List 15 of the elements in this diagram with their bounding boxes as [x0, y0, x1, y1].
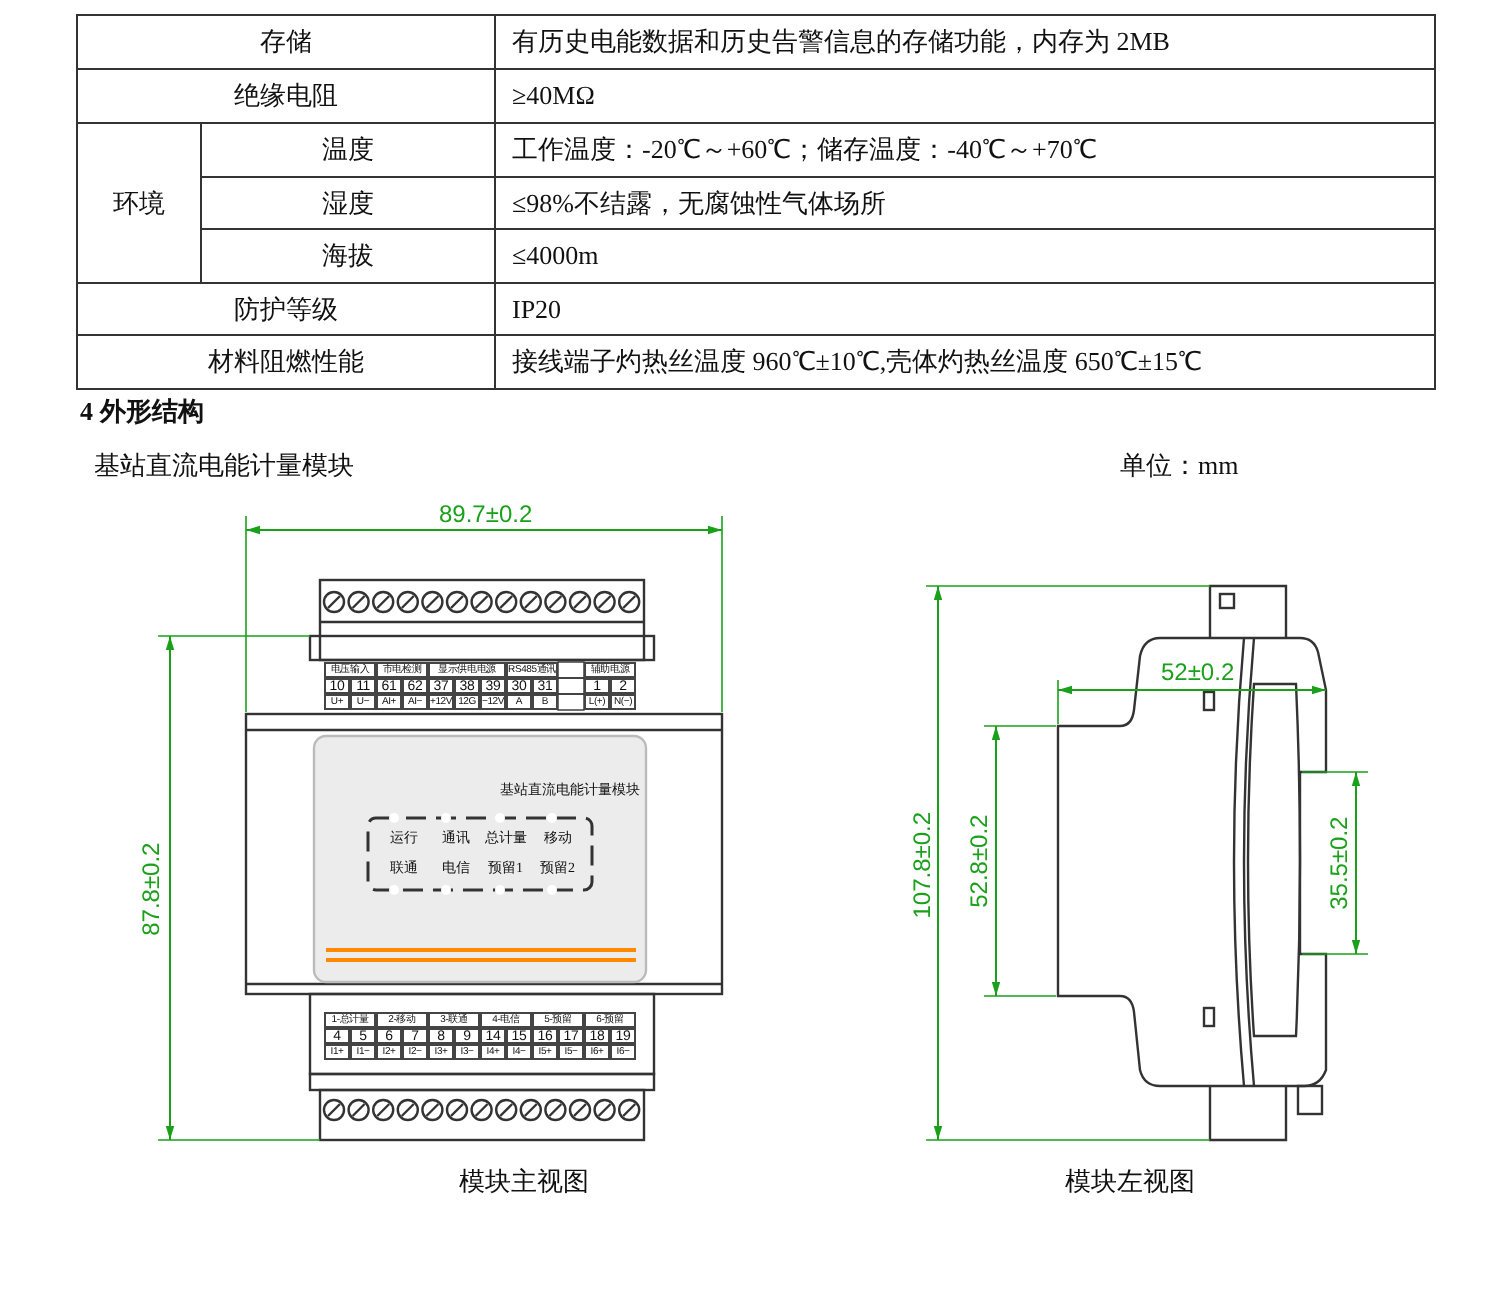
table-cell: 存储 [76, 14, 496, 70]
dimension-label: 107.8±0.2 [909, 808, 936, 920]
dimension-label: 89.7±0.2 [437, 501, 535, 528]
table-cell: 有历史电能数据和历史告警信息的存储功能，内存为 2MB [494, 14, 1436, 70]
dimension-label: 87.8±0.2 [138, 839, 165, 937]
unit-note: 单位：mm [1120, 452, 1239, 481]
table-cell: 接线端子灼热丝温度 960℃±10℃,壳体灼热丝温度 650℃±15℃ [494, 334, 1436, 390]
table-cell: 材料阻燃性能 [76, 334, 496, 390]
section-heading: 4 外形结构 [80, 398, 204, 427]
dimension-label: 35.5±0.2 [1326, 813, 1353, 911]
figure-title: 基站直流电能计量模块 [94, 452, 354, 481]
dimension-label: 52±0.2 [1159, 659, 1237, 686]
view-caption: 模块主视图 [459, 1168, 589, 1197]
dimension-label: 52.8±0.2 [966, 811, 993, 909]
view-caption: 模块左视图 [1065, 1168, 1195, 1197]
